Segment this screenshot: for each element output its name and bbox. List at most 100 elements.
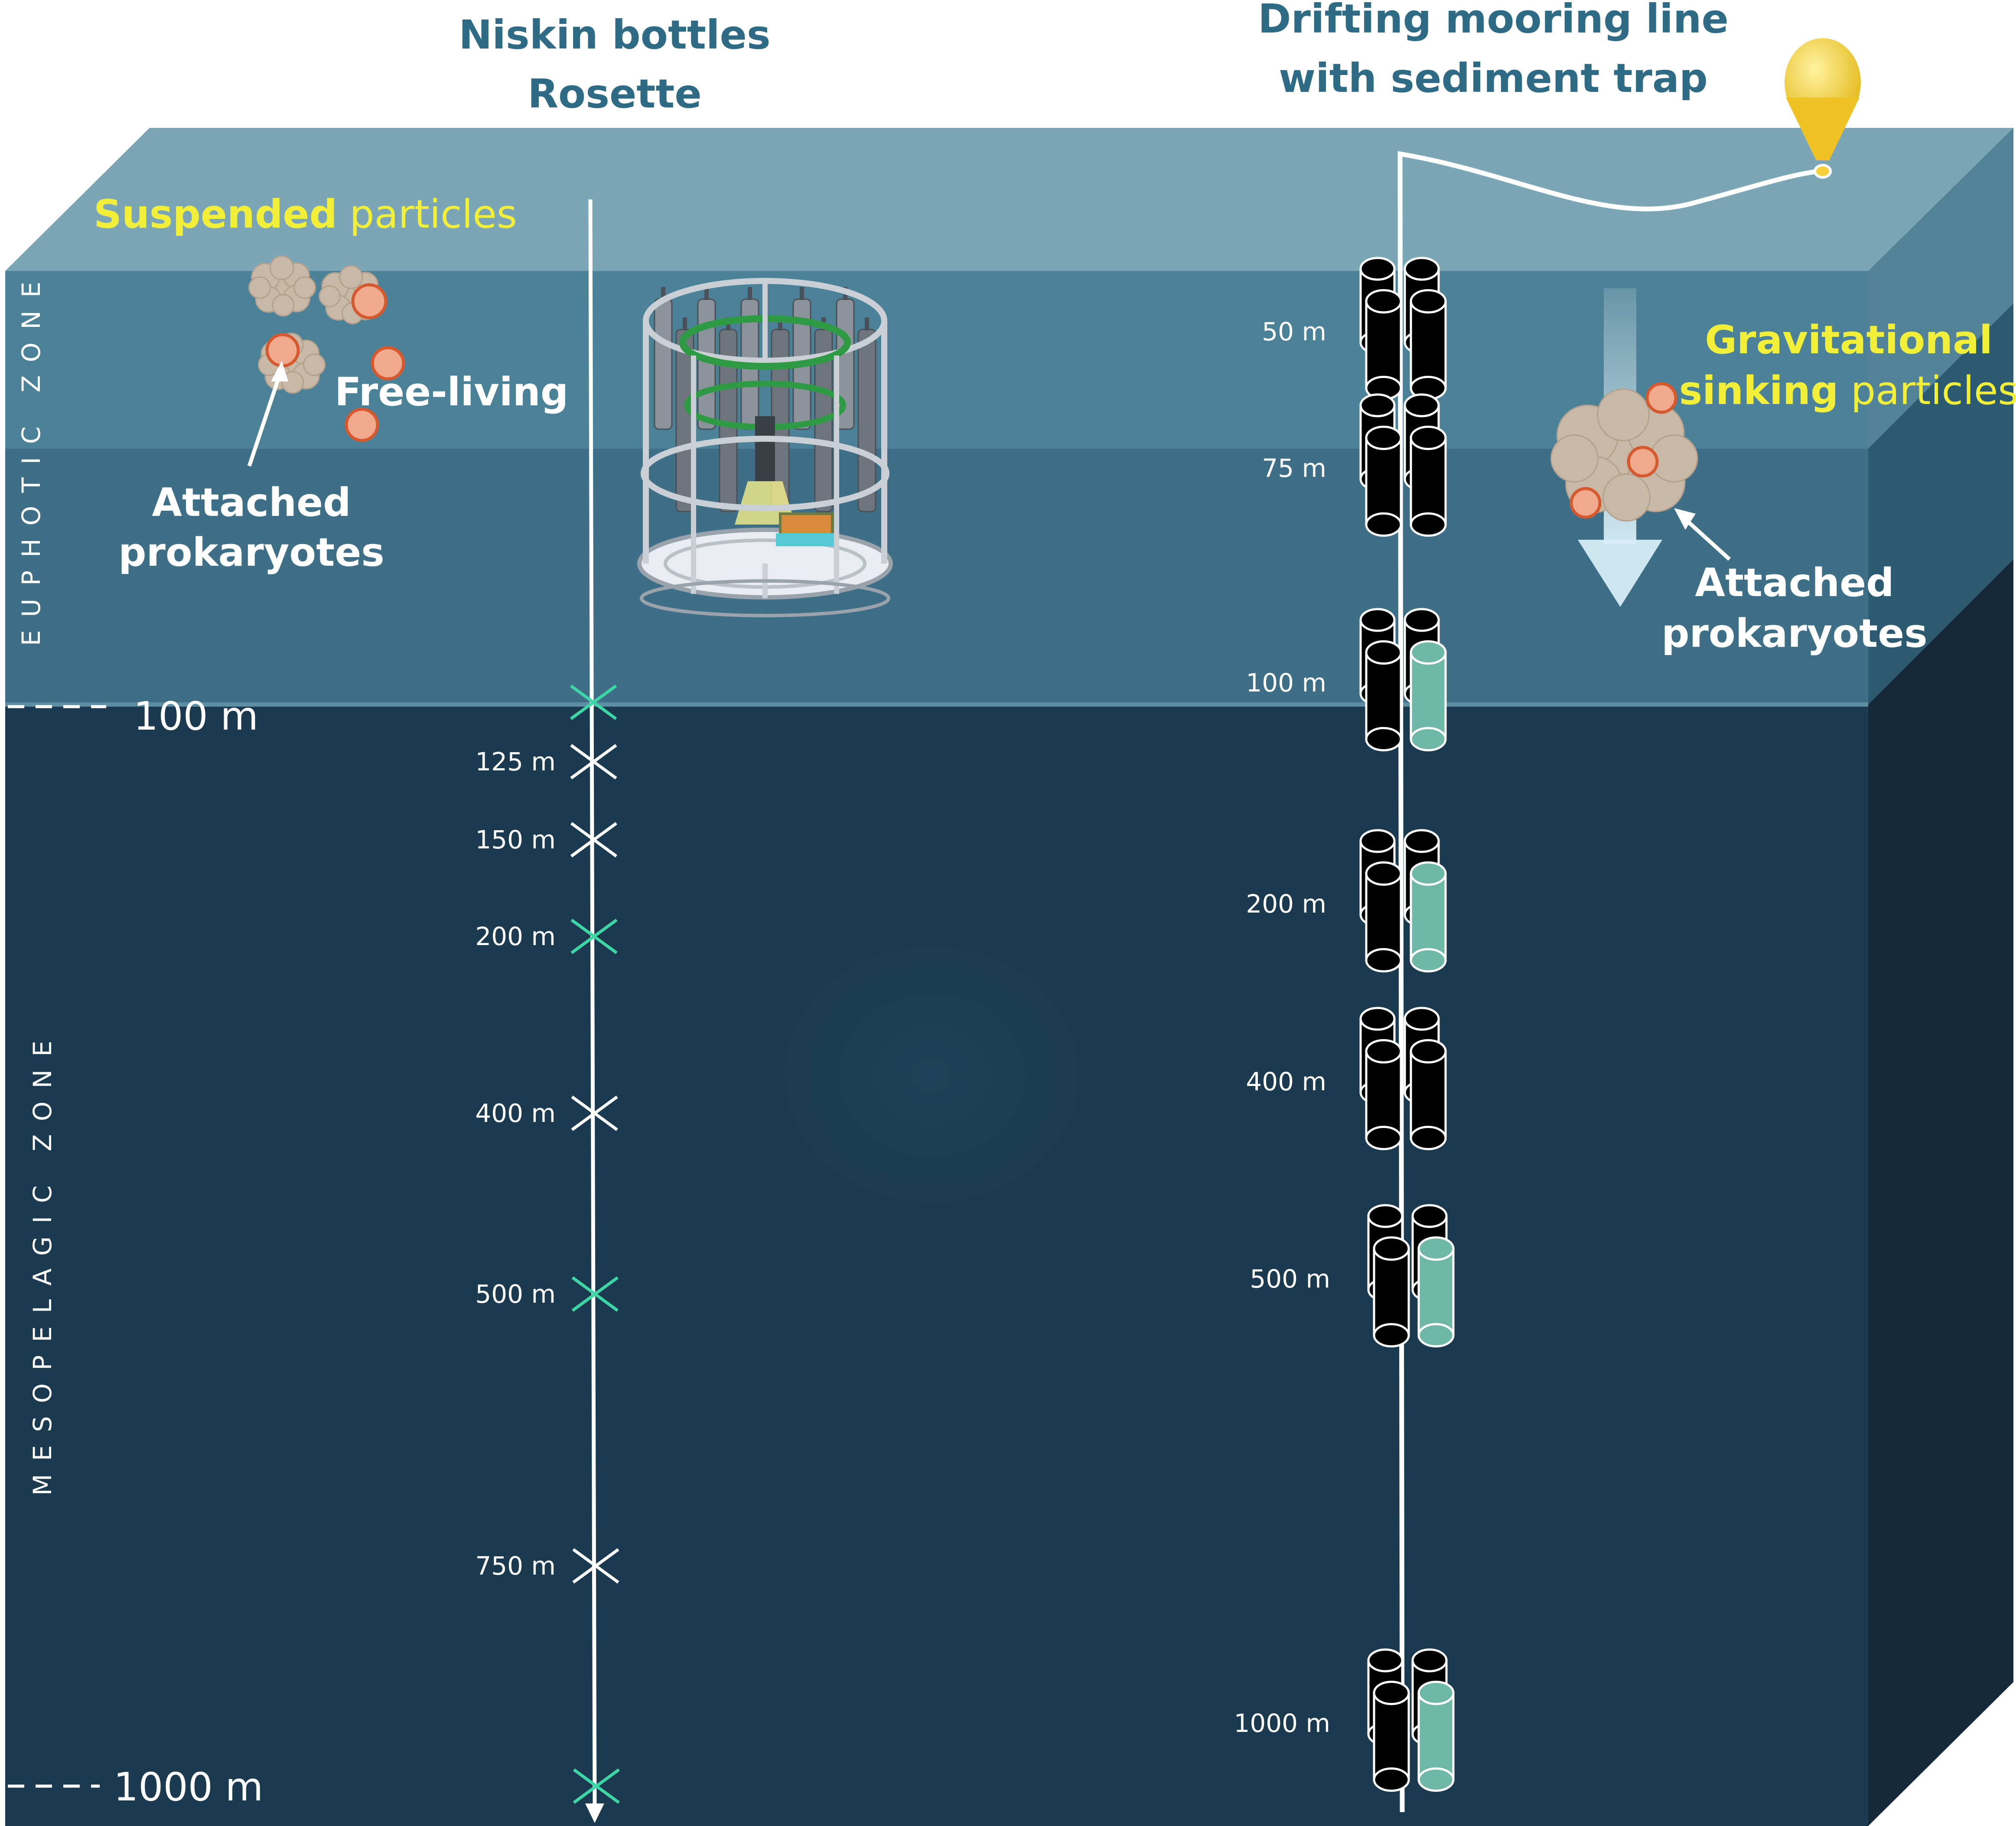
boundary-1000: 1000 m (8, 1764, 263, 1810)
gravitational-rest: particles (1838, 368, 2016, 414)
rosette-depth-label: 400 m (475, 1099, 556, 1128)
rosette-depth-marker: 150 m (475, 822, 618, 858)
water-glow (724, 893, 1140, 1257)
gravitational-line1: Gravitational (1705, 317, 1993, 363)
mesopelagic-front (5, 704, 1868, 1826)
mesopelagic-side-face (1868, 559, 2013, 1826)
rosette-depth-label: 125 m (475, 747, 556, 776)
bottle-cap (704, 287, 709, 300)
trap-depth-label: 500 m (1250, 1264, 1330, 1294)
suspended-particles-label: Suspended particles (94, 192, 517, 237)
rosette-title: Niskin bottles Rosette (459, 12, 770, 117)
rosette-title-line2: Rosette (528, 71, 702, 117)
sediment-trap-array: 1000 m (1234, 1648, 1455, 1792)
particle-aggregate (1550, 388, 1698, 522)
sediment-traps: 50 m 75 m 100 m 200 m 400 m 500 m 1000 m (1234, 257, 1455, 1792)
trap-tube (1365, 425, 1402, 537)
free-living-label: Free-living (335, 369, 568, 415)
mooring-title: Drifting mooring line with sediment trap (1258, 0, 1729, 101)
rosette-depth-marker: 400 m (475, 1096, 618, 1131)
depth-cross-stroke (570, 685, 617, 720)
trap-tube (1417, 1236, 1455, 1348)
rosette-depth-marker (573, 1768, 620, 1804)
bottle-cap (683, 317, 687, 330)
euphotic-zone-label: EUPHOTIC ZONE (16, 269, 46, 646)
right-labels: Gravitational sinking particles Attached… (1661, 317, 2016, 656)
suspended-particles-group (248, 255, 405, 442)
sediment-trap-array: 400 m (1246, 1007, 1447, 1151)
left-labels: Suspended particles Free-living Attached… (94, 192, 568, 575)
sinking-particle-group (1550, 382, 1698, 522)
suspended-bold: Suspended (94, 192, 337, 237)
mooring-title-line2: with sediment trap (1279, 55, 1708, 101)
depth-cross-stroke (573, 1768, 620, 1804)
depth-cross-stroke (570, 744, 617, 779)
trap-tube (1365, 861, 1402, 973)
trap-depth-label: 75 m (1262, 453, 1326, 483)
trap-depth-label: 400 m (1246, 1067, 1326, 1096)
trap-depth-label: 200 m (1246, 889, 1326, 919)
suspended-rest: particles (337, 192, 517, 237)
boundary-100-label: 100 m (134, 694, 258, 739)
prokaryote-cell (351, 283, 388, 320)
rosette-depth-label: 750 m (475, 1551, 556, 1581)
trap-tube (1410, 289, 1447, 401)
rosette-depth-marker: 500 m (475, 1276, 619, 1312)
mooring-rope (1397, 151, 1819, 1813)
rosette-cast-line (585, 199, 604, 1823)
trap-depth-label: 100 m (1246, 668, 1326, 698)
rosette-depth-marks: 125 m 150 m 200 m 400 m 500 m 750 m (475, 685, 620, 1804)
bottle-cap (748, 287, 752, 300)
attached-right-arrowhead (1674, 508, 1696, 530)
sediment-trap-array: 75 m (1262, 393, 1447, 537)
particle-aggregate (248, 255, 316, 317)
boundary-1000-label: 1000 m (114, 1764, 263, 1810)
trap-tube (1417, 1680, 1455, 1792)
attached-right-line2: prokaryotes (1661, 611, 1928, 656)
rosette-depth-label: 500 m (475, 1279, 556, 1309)
trap-tube (1410, 425, 1447, 537)
attached-left-arrowhead (271, 361, 288, 382)
trap-tube (1410, 1039, 1447, 1151)
trap-tube (1373, 1236, 1410, 1348)
depth-cross-stroke (570, 919, 618, 954)
niskin-bottle (654, 298, 673, 430)
depth-cross-stroke (570, 822, 618, 858)
mesopelagic-zone-label: MESOPELAGIC ZONE (28, 1028, 57, 1496)
trap-tube (1410, 861, 1447, 973)
depth-cross-stroke (571, 1276, 619, 1312)
sediment-trap-array: 100 m (1246, 608, 1447, 752)
bottle-cap (865, 317, 869, 330)
boundary-100: 100 m (8, 694, 258, 739)
mooring-title-line1: Drifting mooring line (1258, 0, 1729, 42)
rosette-depth-marker: 200 m (475, 919, 618, 954)
prokaryote-cell (1645, 382, 1677, 414)
bottle-cap (778, 317, 782, 330)
bottle-cap (800, 287, 804, 300)
trap-tube (1410, 640, 1447, 752)
sediment-trap-array: 50 m (1262, 257, 1447, 401)
rosette-depth-marker: 750 m (475, 1548, 619, 1584)
cast-arrow-head (585, 1803, 604, 1823)
depth-cross-stroke (571, 1096, 618, 1131)
attached-left-line1: Attached (152, 480, 351, 525)
trap-depth-label: 50 m (1262, 317, 1326, 346)
prokaryote-cell (345, 408, 379, 442)
attached-left-pointer (247, 374, 282, 467)
trap-depth-label: 1000 m (1234, 1709, 1330, 1738)
sediment-trap-array: 500 m (1250, 1204, 1455, 1348)
attached-right-pointer (1682, 516, 1731, 561)
prokaryote-cell (1570, 487, 1602, 519)
rosette-depth-label: 150 m (475, 825, 556, 854)
sediment-trap-array: 200 m (1246, 829, 1447, 973)
rosette-instrument (637, 278, 893, 617)
sinking-bold: sinking (1679, 368, 1839, 414)
trap-tube (1365, 1039, 1402, 1151)
mooring-line (1397, 151, 1819, 1813)
prokaryote-cell (1627, 446, 1659, 478)
prokaryote-cell (265, 333, 300, 368)
attached-left-line2: prokaryotes (118, 530, 384, 575)
attached-right-line1: Attached (1695, 560, 1894, 606)
trap-tube (1373, 1680, 1410, 1792)
